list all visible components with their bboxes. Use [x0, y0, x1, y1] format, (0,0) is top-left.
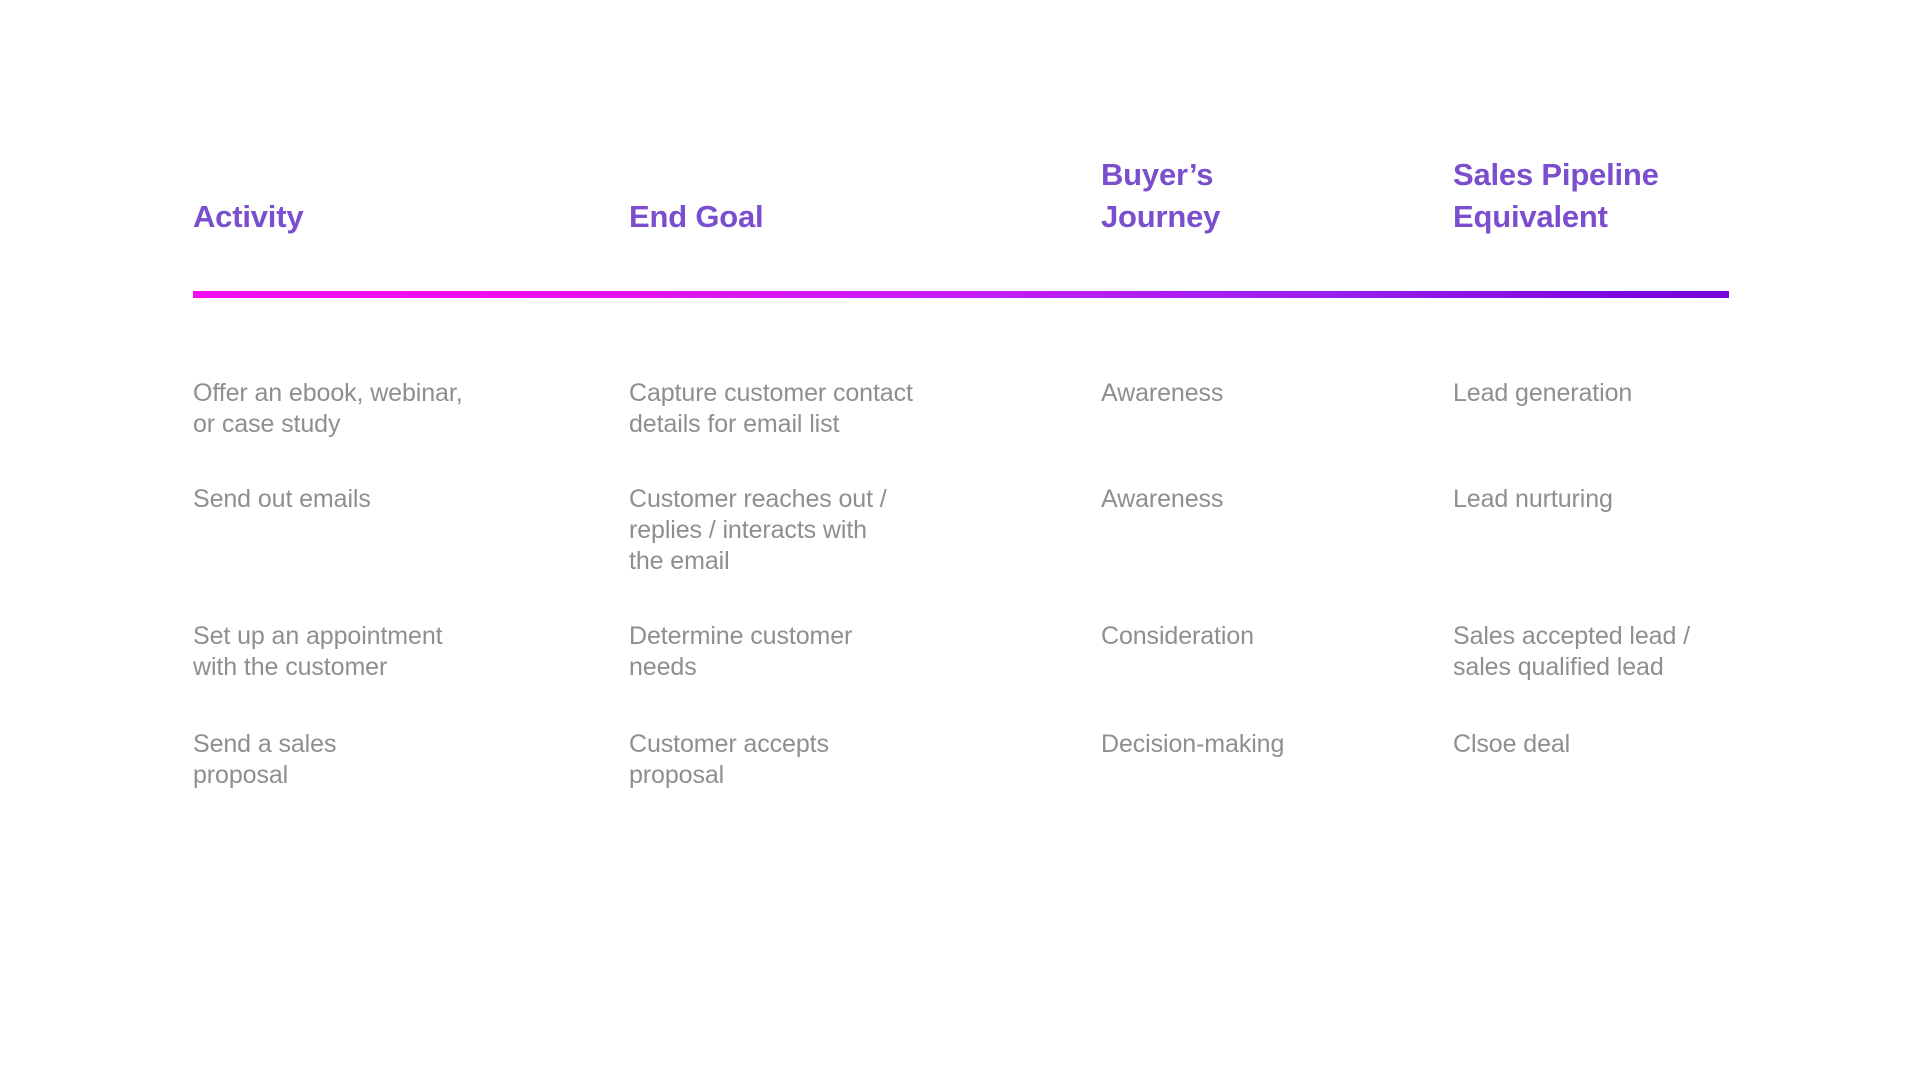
cell-activity: Set up an appointment with the customer — [193, 622, 443, 681]
cell-sales-pipeline-equivalent: Lead nurturing — [1453, 485, 1613, 513]
cell-activity: Send out emails — [193, 485, 371, 513]
cell-activity: Offer an ebook, webinar, or case study — [193, 379, 463, 438]
cell-end-goal: Determine customer needs — [629, 622, 853, 681]
cell-end-goal: Customer accepts proposal — [629, 730, 829, 789]
cell-sales-pipeline-equivalent: Clsoe deal — [1453, 730, 1571, 758]
cell-buyers-journey: Consideration — [1101, 622, 1254, 650]
table-row: Send a sales proposal Customer accepts p… — [193, 683, 1729, 791]
cell-sales-pipeline-equivalent: Lead generation — [1453, 379, 1633, 407]
cell-sales-pipeline-equivalent: Sales accepted lead / sales qualified le… — [1453, 622, 1690, 681]
cell-activity: Send a sales proposal — [193, 730, 337, 789]
column-header-activity: Activity — [193, 199, 304, 234]
cell-end-goal: Capture customer contact details for ema… — [629, 379, 913, 438]
table-row: Offer an ebook, webinar, or case study C… — [193, 298, 1729, 440]
cell-buyers-journey: Awareness — [1101, 485, 1224, 513]
table-header-row: Activity End Goal Buyer’s Journey Sales … — [193, 0, 1729, 290]
column-header-end-goal: End Goal — [629, 199, 764, 234]
cell-buyers-journey: Awareness — [1101, 379, 1224, 407]
table-row: Set up an appointment with the customer … — [193, 577, 1729, 683]
table-body: Offer an ebook, webinar, or case study C… — [193, 298, 1729, 791]
table-row: Send out emails Customer reaches out / r… — [193, 440, 1729, 577]
cell-end-goal: Customer reaches out / replies / interac… — [629, 485, 887, 575]
column-header-sales-pipeline-equivalent: Sales Pipeline Equivalent — [1453, 157, 1659, 234]
column-header-buyers-journey: Buyer’s Journey — [1101, 157, 1221, 234]
cell-buyers-journey: Decision-making — [1101, 730, 1285, 758]
comparison-table: Activity End Goal Buyer’s Journey Sales … — [193, 0, 1729, 1080]
header-gradient-divider — [193, 291, 1729, 298]
